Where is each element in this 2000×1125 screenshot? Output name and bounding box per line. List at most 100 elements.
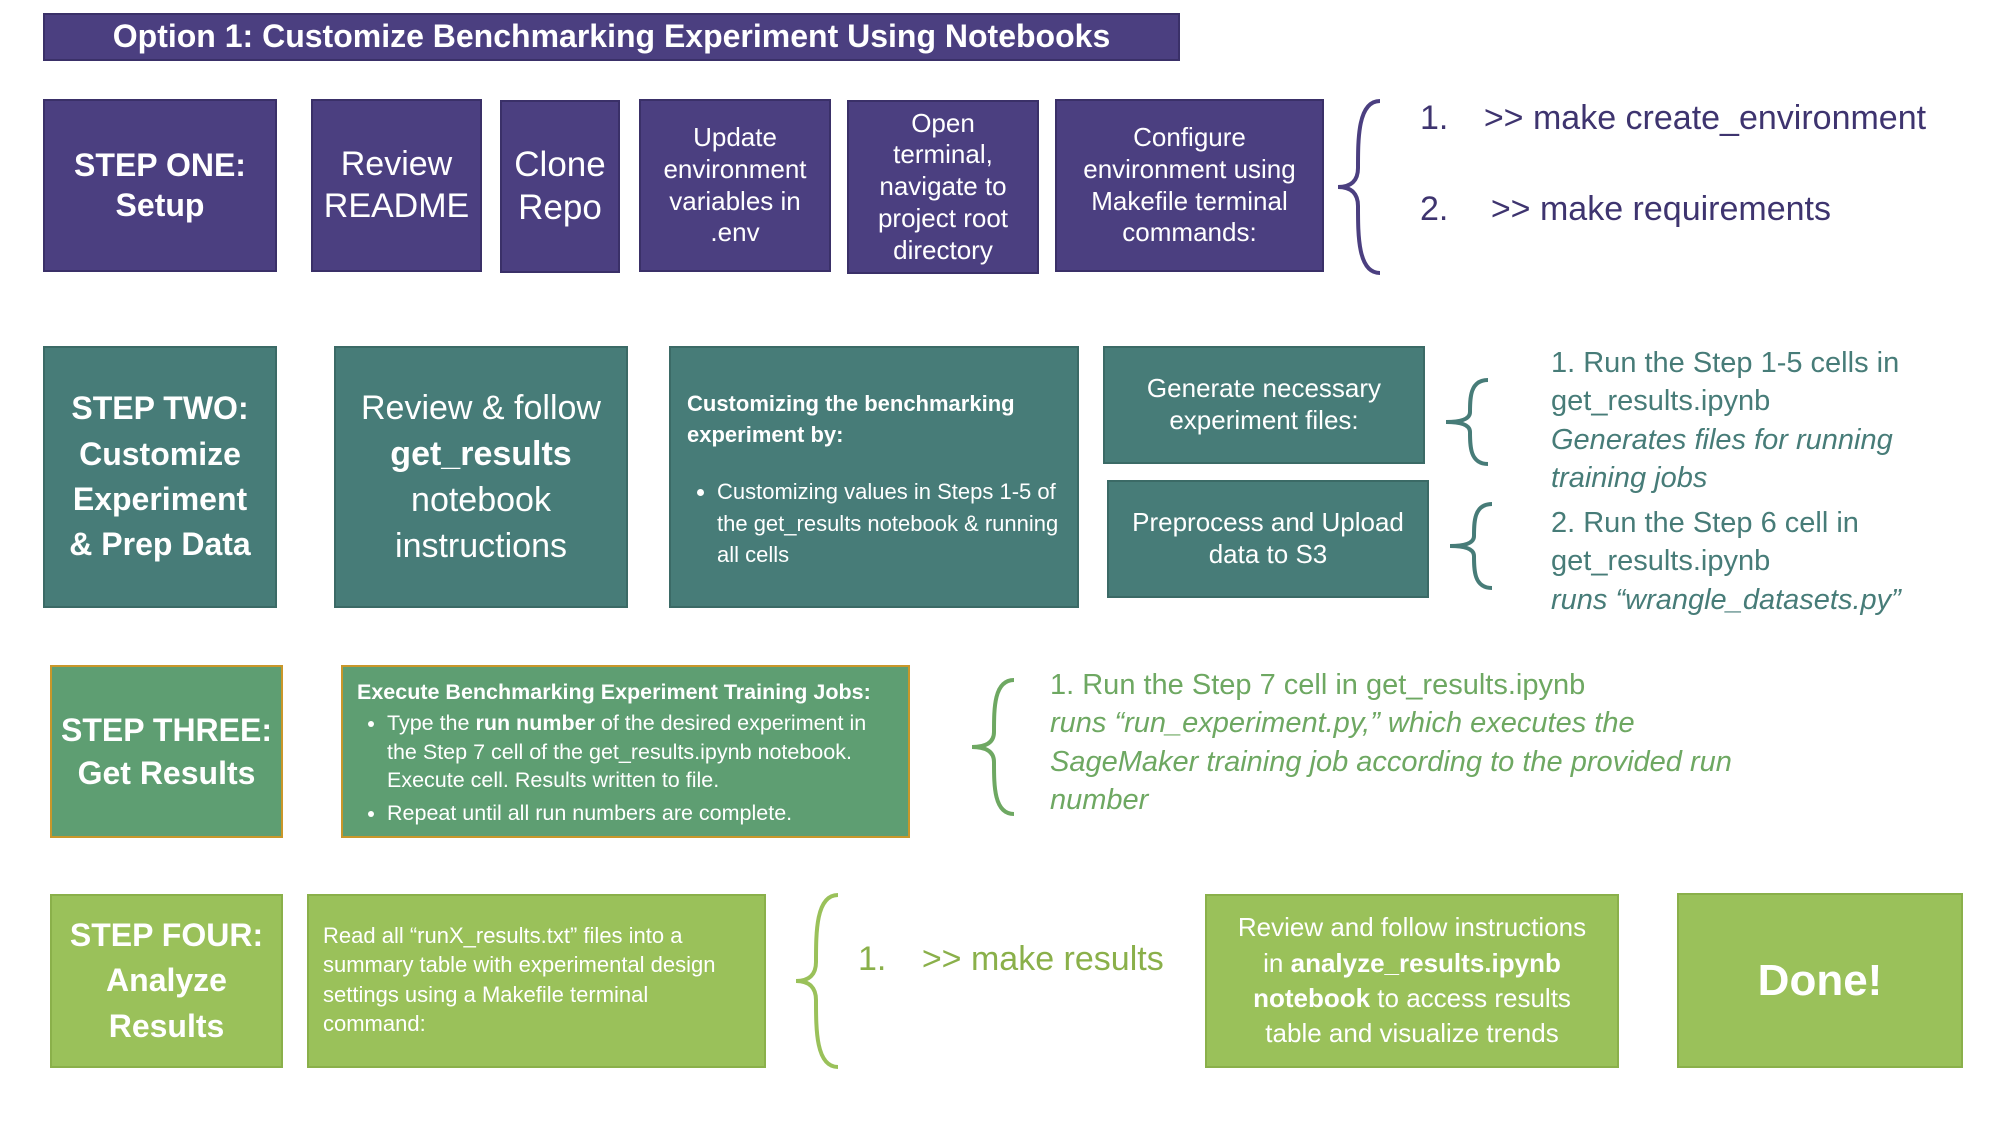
title-banner: Option 1: Customize Benchmarking Experim… xyxy=(43,13,1180,61)
review-readme-box: Review README xyxy=(311,99,482,272)
note-line: runs “wrangle_datasets.py” xyxy=(1551,583,1901,616)
execute-jobs-list: Type the run number of the desired exper… xyxy=(357,709,896,832)
customizing-box: Customizing the benchmarking experiment … xyxy=(669,346,1079,608)
command-number: 1. xyxy=(858,940,887,978)
step-two-brace-1-icon xyxy=(1445,378,1489,466)
box-text-line: Read all “runX_results.txt” files into a xyxy=(323,923,683,948)
step-one-label: STEP ONE: Setup xyxy=(43,99,277,272)
step-three-label: STEP THREE: Get Results xyxy=(50,665,283,838)
command-number: 1. xyxy=(1420,99,1449,137)
step-four-brace-icon xyxy=(795,893,839,1069)
customizing-title-line: experiment by: xyxy=(687,422,844,448)
command-text: >> make requirements xyxy=(1490,190,1831,228)
step-three-brace-icon xyxy=(971,678,1015,816)
box-text-line: directory xyxy=(893,234,993,265)
step-four-label-line: STEP FOUR: xyxy=(69,916,264,953)
customizing-title: Customizing the benchmarking experiment … xyxy=(687,388,1015,450)
box-text-fragment: to access results xyxy=(1370,983,1571,1013)
customizing-title-line: Customizing the benchmarking xyxy=(687,391,1015,416)
step-four-label-line: Analyze xyxy=(106,962,227,999)
step-three-note: 1. Run the Step 7 cell in get_results.ip… xyxy=(1050,666,1732,819)
review-get-results-box: Review & follow get_results notebook ins… xyxy=(334,346,628,608)
box-text-line: Repo xyxy=(518,187,602,227)
list-item: Type the run number of the desired exper… xyxy=(387,709,896,795)
configure-env-box: Configure environment using Makefile ter… xyxy=(1055,99,1324,272)
preprocess-upload-box: Preprocess and Upload data to S3 xyxy=(1107,480,1429,598)
step-two-label-line: Experiment xyxy=(72,481,248,517)
step-one-label-line: Setup xyxy=(115,186,205,223)
run-number-emphasis: run number xyxy=(475,710,595,735)
box-text-line: data to S3 xyxy=(1208,539,1328,569)
box-text-line: Update xyxy=(693,122,777,153)
box-text-line: Makefile terminal xyxy=(1091,185,1288,216)
note-line: get_results.ipynb xyxy=(1551,385,1771,418)
clone-repo-box: Clone Repo xyxy=(500,100,620,273)
read-results-box: Read all “runX_results.txt” files into a… xyxy=(307,894,766,1068)
box-text-line: environment using xyxy=(1083,153,1296,184)
box-text-line: terminal, xyxy=(893,139,993,170)
step-two-note-2: 2. Run the Step 6 cell in get_results.ip… xyxy=(1551,504,1901,619)
box-text-line: navigate to xyxy=(879,171,1007,202)
note-line: 2. Run the Step 6 cell in xyxy=(1551,507,1859,539)
step-two-label-line: & Prep Data xyxy=(69,526,251,563)
command-number: 2. xyxy=(1420,190,1449,228)
open-terminal-box: Open terminal, navigate to project root … xyxy=(847,100,1039,274)
list-item: Repeat until all run numbers are complet… xyxy=(387,799,896,828)
step-one-command-2: 2. >> make requirements xyxy=(1420,187,1831,232)
step-two-note-1: 1. Run the Step 1-5 cells in get_results… xyxy=(1551,344,1899,497)
step-three-label-line: Get Results xyxy=(77,754,256,791)
step-four-command: 1. >> make results xyxy=(858,937,1164,982)
note-line: Generates files for running xyxy=(1551,423,1893,456)
step-three-label-line: STEP THREE: xyxy=(61,711,272,748)
note-line: get_results.ipynb xyxy=(1551,545,1771,578)
box-text-line: Review and follow instructions xyxy=(1237,912,1587,943)
box-text-line: command: xyxy=(323,1011,426,1037)
box-text-line: Preprocess and Upload xyxy=(1132,507,1404,538)
notebook-word: notebook xyxy=(1253,983,1371,1013)
box-text-line: .env xyxy=(710,217,760,248)
step-two-brace-2-icon xyxy=(1449,502,1493,590)
review-analyze-box: Review and follow instructions in analyz… xyxy=(1205,894,1619,1068)
page-title: Option 1: Customize Benchmarking Experim… xyxy=(112,18,1111,55)
done-label: Done! xyxy=(1757,955,1883,1005)
box-text-line: README xyxy=(323,186,470,225)
box-text-line: notebook xyxy=(411,481,551,519)
step-one-brace-icon xyxy=(1337,99,1381,275)
box-text-line: variables in xyxy=(669,185,801,216)
box-text-line: Open xyxy=(911,107,975,138)
note-line: number xyxy=(1050,783,1149,816)
box-text-fragment: in xyxy=(1263,947,1291,978)
step-two-label-line: Customize xyxy=(79,435,241,472)
notebook-name: analyze_results.ipynb xyxy=(1290,947,1561,978)
step-four-label-line: Results xyxy=(108,1007,225,1044)
step-one-label-line: STEP ONE: xyxy=(74,147,246,184)
list-item: Customizing values in Steps 1-5 of the g… xyxy=(717,476,1063,570)
note-line: runs “run_experiment.py,” which executes… xyxy=(1050,707,1635,740)
note-line: SageMaker training job according to the … xyxy=(1050,745,1732,778)
box-text-line: table and visualize trends xyxy=(1265,1018,1559,1049)
box-text-line: experiment files: xyxy=(1169,405,1359,435)
step-two-label-line: STEP TWO: xyxy=(71,390,249,427)
execute-jobs-box: Execute Benchmarking Experiment Training… xyxy=(341,665,910,838)
command-text: >> make results xyxy=(921,940,1164,978)
generate-files-box: Generate necessary experiment files: xyxy=(1103,346,1425,464)
note-line: 1. Run the Step 7 cell in get_results.ip… xyxy=(1050,669,1586,701)
box-text-line: project root xyxy=(877,202,1009,233)
step-four-label: STEP FOUR: Analyze Results xyxy=(50,894,283,1068)
box-text-line: commands: xyxy=(1122,217,1257,248)
box-text-line: settings using a Makefile terminal xyxy=(323,981,649,1007)
box-text-line: Generate necessary xyxy=(1146,373,1382,404)
box-text-line: in analyze_results.ipynb xyxy=(1263,946,1561,981)
box-text-line: Clone xyxy=(514,144,606,184)
note-line: training jobs xyxy=(1551,461,1708,494)
step-one-command-1: 1. >> make create_environment xyxy=(1420,96,1926,141)
box-text-line: Configure xyxy=(1133,122,1246,153)
note-line: 1. Run the Step 1-5 cells in xyxy=(1551,347,1900,379)
execute-jobs-title: Execute Benchmarking Experiment Training… xyxy=(357,680,871,704)
done-box: Done! xyxy=(1677,893,1963,1068)
list-item-text: of the desired experiment in the Step 7 … xyxy=(387,710,867,793)
box-text-line: Review xyxy=(340,145,453,184)
box-text-line: notebook to access results xyxy=(1253,981,1571,1016)
list-item-text: Type the xyxy=(387,710,476,735)
box-text-line: summary table with experimental design xyxy=(323,952,716,978)
